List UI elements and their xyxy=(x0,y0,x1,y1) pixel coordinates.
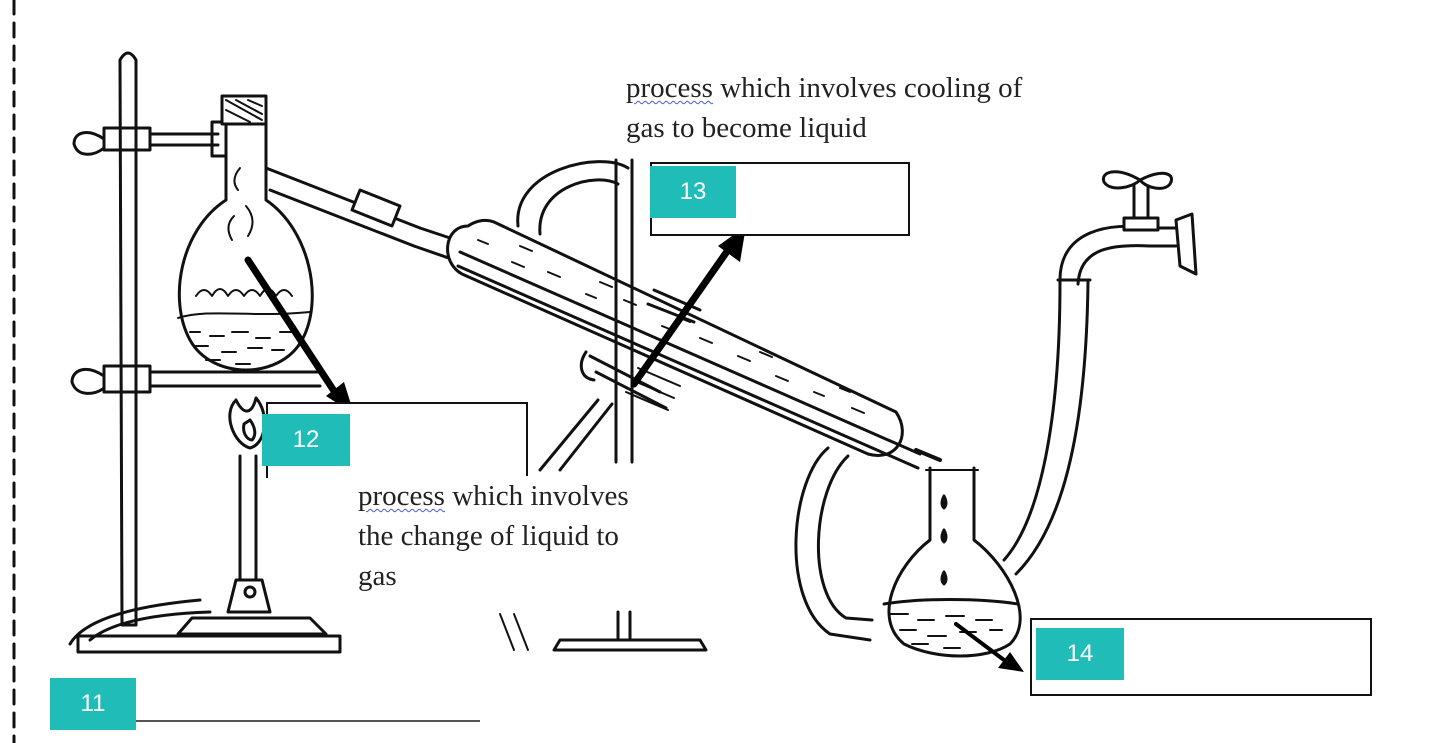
caption-condensation: process which involves cooling of gas to… xyxy=(626,68,1096,148)
caption-condensation-line2: gas to become liquid xyxy=(626,112,867,144)
caption-condensation-word: process xyxy=(626,72,713,104)
caption-condensation-line1: which involves cooling of xyxy=(712,72,1023,104)
condenser-stand xyxy=(499,158,708,652)
liebig-condenser xyxy=(412,160,942,642)
answer-line-11[interactable] xyxy=(136,720,480,722)
caption-evaporation-line2: the change of liquid to xyxy=(358,520,619,552)
water-tap xyxy=(1002,170,1198,576)
round-bottom-flask xyxy=(177,94,422,372)
arrow-head-14 xyxy=(998,652,1024,672)
caption-evaporation-word: process xyxy=(358,480,445,512)
retort-stand xyxy=(68,51,342,654)
label-badge-14: 14 xyxy=(1036,628,1124,680)
caption-evaporation: process which involves the change of liq… xyxy=(358,476,688,596)
label-badge-12: 12 xyxy=(262,414,350,466)
caption-evaporation-line3: gas xyxy=(358,560,397,592)
receiving-flask xyxy=(882,466,1022,658)
label-badge-13: 13 xyxy=(650,166,736,218)
caption-evaporation-line1: which involves xyxy=(444,480,629,512)
pointer-arrows xyxy=(244,246,1006,662)
label-badge-11: 11 xyxy=(50,678,136,730)
